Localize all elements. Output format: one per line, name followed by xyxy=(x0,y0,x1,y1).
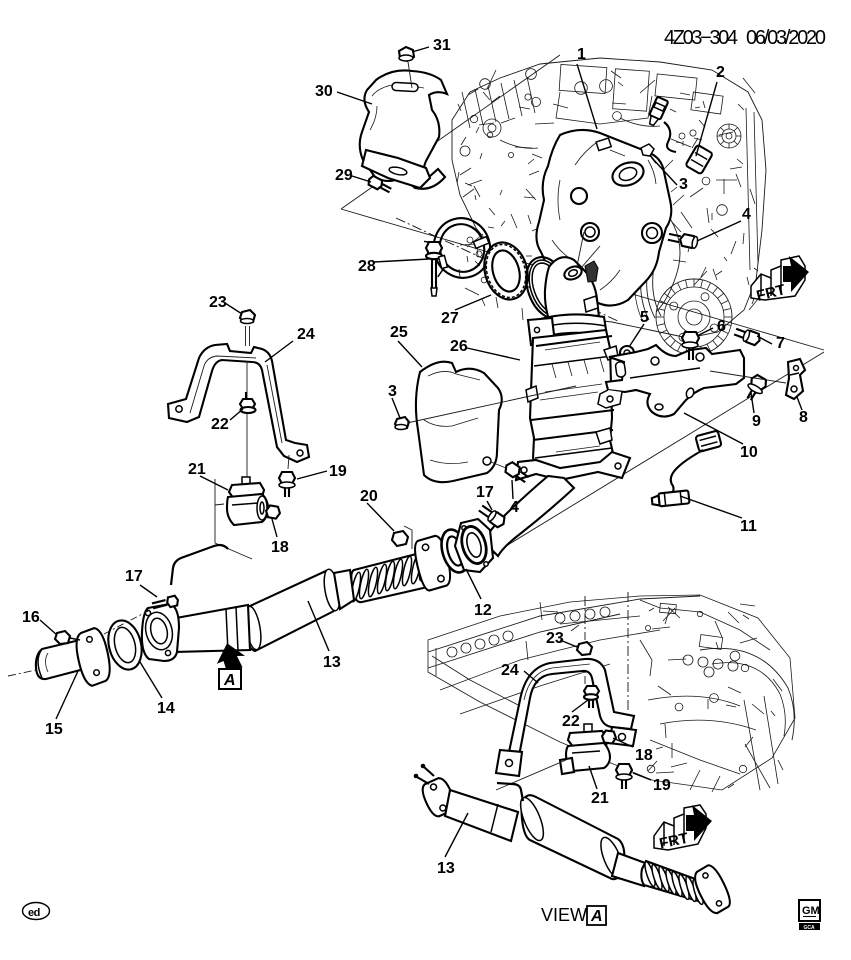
svg-text:29: 29 xyxy=(335,167,353,184)
svg-text:18: 18 xyxy=(635,747,653,764)
svg-text:22: 22 xyxy=(211,416,229,433)
svg-text:8: 8 xyxy=(799,409,808,426)
svg-text:21: 21 xyxy=(591,790,609,807)
svg-text:31: 31 xyxy=(433,37,451,54)
svg-text:17: 17 xyxy=(476,484,494,501)
svg-text:FRT: FRT xyxy=(658,830,690,853)
svg-text:7: 7 xyxy=(776,335,785,352)
svg-text:20: 20 xyxy=(360,488,378,505)
svg-text:11: 11 xyxy=(740,518,757,535)
svg-text:5: 5 xyxy=(640,309,649,326)
svg-text:06/03/2020: 06/03/2020 xyxy=(746,27,826,49)
svg-text:GM: GM xyxy=(802,905,820,917)
svg-text:27: 27 xyxy=(441,310,459,327)
svg-text:19: 19 xyxy=(653,777,671,794)
svg-text:4: 4 xyxy=(510,499,519,516)
svg-text:12: 12 xyxy=(474,602,492,619)
svg-text:4: 4 xyxy=(742,206,751,223)
svg-text:22: 22 xyxy=(562,713,580,730)
svg-text:30: 30 xyxy=(315,83,333,100)
svg-text:25: 25 xyxy=(390,324,408,341)
svg-text:6: 6 xyxy=(717,318,726,335)
svg-text:14: 14 xyxy=(157,700,175,717)
svg-text:2: 2 xyxy=(716,64,725,81)
svg-text:28: 28 xyxy=(358,258,376,275)
svg-text:17: 17 xyxy=(125,568,143,585)
svg-text:23: 23 xyxy=(546,630,564,647)
svg-text:VIEW: VIEW xyxy=(541,905,587,925)
svg-text:10: 10 xyxy=(740,444,758,461)
svg-text:21: 21 xyxy=(188,461,206,478)
svg-text:ed: ed xyxy=(28,907,40,919)
svg-text:15: 15 xyxy=(45,721,63,738)
svg-text:18: 18 xyxy=(271,539,289,556)
svg-text:9: 9 xyxy=(752,413,761,430)
svg-text:13: 13 xyxy=(437,860,455,877)
svg-text:3: 3 xyxy=(388,383,397,400)
svg-text:24: 24 xyxy=(501,662,519,679)
svg-text:4Z03−304: 4Z03−304 xyxy=(664,27,738,49)
svg-text:A: A xyxy=(223,672,236,689)
svg-text:A: A xyxy=(590,908,603,925)
svg-text:1: 1 xyxy=(577,46,586,63)
svg-text:24: 24 xyxy=(297,326,315,343)
svg-text:23: 23 xyxy=(209,294,227,311)
svg-text:FRT: FRT xyxy=(755,281,787,305)
svg-text:19: 19 xyxy=(329,463,347,480)
svg-text:GCA: GCA xyxy=(804,925,816,931)
svg-text:3: 3 xyxy=(679,176,688,193)
svg-text:13: 13 xyxy=(323,654,341,671)
svg-text:16: 16 xyxy=(22,609,40,626)
svg-text:26: 26 xyxy=(450,338,468,355)
